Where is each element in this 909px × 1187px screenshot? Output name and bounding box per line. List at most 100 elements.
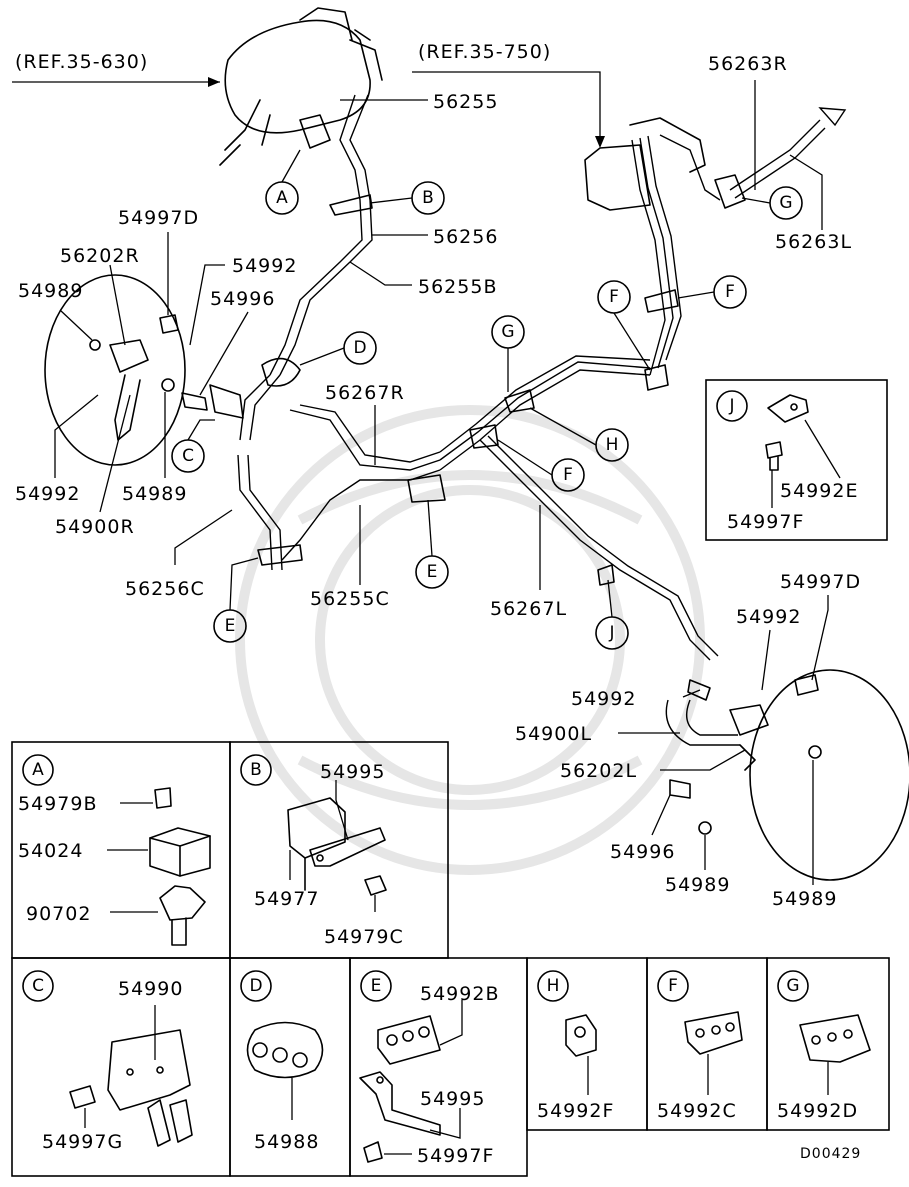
detail-g: G 54992D [766,957,890,1131]
detail-a: A 54979B 54024 90702 [11,741,231,959]
svg-text:J: J [728,396,734,416]
label-56202l: 56202L [560,760,637,782]
label-54989-upper-left: 54989 [18,280,83,302]
callout-h [595,428,629,462]
label-56267l: 56267L [490,598,567,620]
svg-text:F: F [609,287,619,307]
svg-text:H: H [606,435,619,455]
callouts: A B C D E E F F F G G H [171,149,803,650]
label-54992d: 54992D [777,1100,858,1122]
svg-text:F: F [725,282,735,302]
label-54988: 54988 [254,1131,319,1153]
svg-text:(REF.35-630): (REF.35-630) [15,51,148,73]
detail-b: B 54995 54977 54979C [229,741,449,959]
ref-35-630: (REF.35-630) [12,51,220,87]
watermark [235,405,705,875]
label-56256: 56256 [433,226,498,248]
svg-text:D: D [353,338,366,358]
label-54989-right: 54989 [665,874,730,896]
label-54990: 54990 [118,978,183,1000]
svg-text:G: G [779,193,792,213]
label-54979c: 54979C [324,926,404,948]
part-labels: 56255 56256 56255B 56263R 56263L 54997D … [15,53,861,910]
svg-text:E: E [225,616,236,636]
callout-g-right [769,186,803,220]
callout-e-right [415,555,449,589]
svg-text:C: C [32,976,44,996]
callout-g-center [491,315,525,349]
label-54995-e: 54995 [420,1088,485,1110]
label-54989-far-right: 54989 [772,888,837,910]
callout-f-upper-right [713,275,747,309]
svg-text:F: F [668,976,678,996]
label-54992-right-upper: 54992 [736,606,801,628]
label-54024: 54024 [18,840,83,862]
callout-e-left [213,609,247,643]
label-54992-right-lower: 54992 [571,688,636,710]
label-54977: 54977 [254,888,319,910]
svg-text:B: B [250,760,262,780]
detail-f: F 54992C [646,957,768,1131]
brake-master-cylinder [219,7,383,166]
detail-d: D 54988 [229,957,351,1177]
callout-f-upper-left [597,280,631,314]
label-54996-left: 54996 [210,288,275,310]
svg-text:A: A [32,760,44,780]
right-wheel-assembly [669,669,909,881]
svg-text:H: H [547,976,560,996]
svg-text:F: F [563,465,573,485]
callout-c [171,439,205,473]
ref-35-750: (REF.35-750) [412,41,605,148]
label-54992-upper: 54992 [232,255,297,277]
label-54997d-right: 54997D [780,571,861,593]
pipe-clips [257,194,679,586]
label-54995-b: 54995 [320,761,385,783]
label-54992e: 54992E [780,480,858,502]
label-56255b: 56255B [418,276,497,298]
detail-h: H 54992F [526,957,648,1131]
label-54997g: 54997G [42,1131,123,1153]
label-56263r: 56263R [708,53,788,75]
label-54900r: 54900R [55,516,135,538]
label-54996-right: 54996 [610,841,675,863]
label-54979b: 54979B [18,793,97,815]
svg-text:(REF.35-750): (REF.35-750) [418,41,551,63]
label-54900l: 54900L [515,723,592,745]
brake-pipes [237,94,847,746]
label-54992c: 54992C [657,1100,737,1122]
label-54997d-left: 54997D [118,207,199,229]
label-56263l: 56263L [775,231,852,253]
detail-c: C 54990 54997G [11,957,231,1177]
callout-b [411,181,445,215]
label-54997f-e: 54997F [417,1145,494,1167]
callout-j [595,616,629,650]
callout-f-lower [551,458,585,492]
label-54992b: 54992B [420,983,499,1005]
label-56202r: 56202R [60,245,140,267]
label-56255c: 56255C [310,588,390,610]
svg-text:G: G [501,322,514,342]
label-54992f: 54992F [537,1100,614,1122]
diagram-code: D00429 [800,1146,861,1162]
detail-j: J 54992E 54997F [705,379,888,541]
label-54992-lower: 54992 [15,483,80,505]
label-56267r: 56267R [325,382,405,404]
svg-text:A: A [276,188,288,208]
label-54997f-j: 54997F [727,511,804,533]
detail-e: E 54992B 54995 54997F [349,957,528,1177]
label-56255: 56255 [433,91,498,113]
svg-text:G: G [786,976,799,996]
callout-d [343,331,377,365]
label-90702: 90702 [26,903,91,925]
svg-text:E: E [371,976,382,996]
svg-text:C: C [182,446,194,466]
label-54989-lower-left: 54989 [122,483,187,505]
hydraulic-unit [584,117,746,211]
callout-a [265,181,299,215]
label-56256c: 56256C [125,578,205,600]
svg-text:E: E [427,562,438,582]
svg-text:J: J [608,623,614,643]
svg-text:B: B [422,188,434,208]
svg-text:D: D [249,976,262,996]
